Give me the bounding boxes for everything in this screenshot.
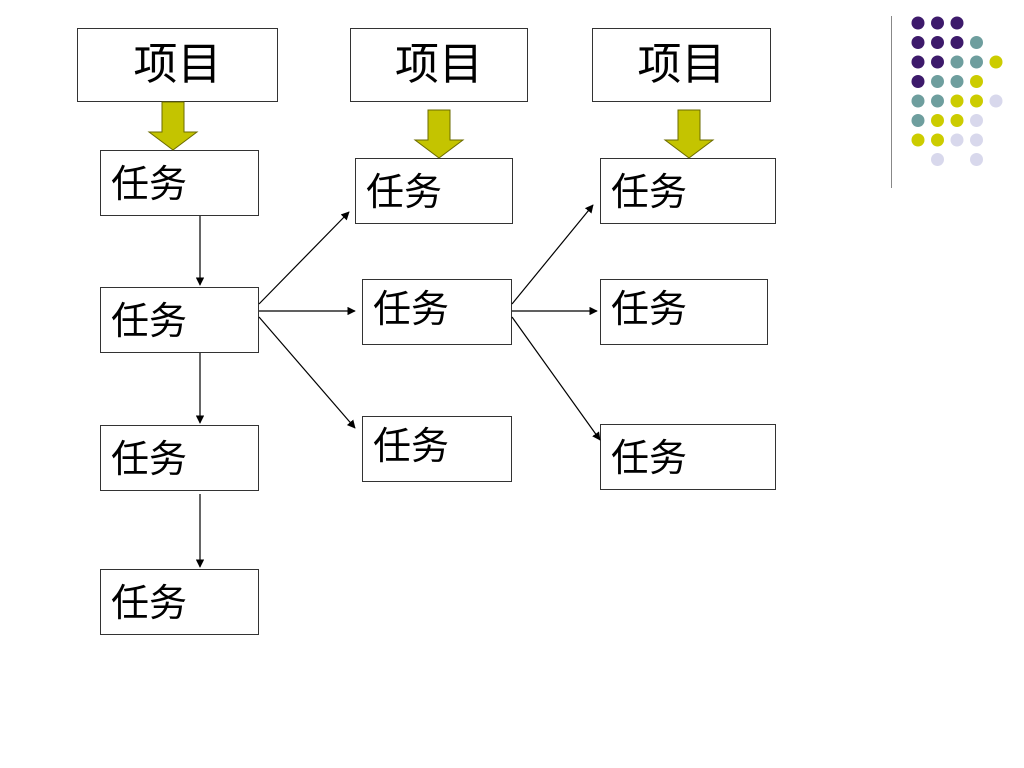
- decor-dot: [931, 55, 944, 69]
- decor-dot: [950, 114, 964, 127]
- decor-dot: [911, 55, 925, 69]
- decor-dot: [970, 94, 983, 108]
- decor-dot: [931, 94, 944, 108]
- decor-dot: [970, 114, 983, 127]
- decor-dot: [970, 36, 983, 49]
- decor-dot: [931, 75, 944, 88]
- decor-dot: [911, 36, 925, 49]
- down-arrow-col3-icon: [663, 109, 715, 159]
- project-box-3: 项目: [592, 28, 771, 102]
- decor-dot: [950, 94, 964, 108]
- task-box-col1-4: 任务: [100, 569, 259, 635]
- task-box-col1-3: 任务: [100, 425, 259, 491]
- decor-dot: [950, 36, 964, 49]
- decor-dot: [931, 133, 944, 147]
- decor-dot: [970, 55, 983, 69]
- vertical-rule: [891, 16, 892, 188]
- decor-dot: [911, 94, 925, 108]
- decor-dot: [970, 133, 983, 147]
- connector-col2-to-col3-bottom: [511, 316, 601, 441]
- task-box-col3-2: 任务: [600, 279, 768, 345]
- decor-dot: [931, 153, 944, 166]
- decor-dot: [931, 16, 944, 30]
- decor-dot: [931, 36, 944, 49]
- decor-dot: [911, 114, 925, 127]
- down-arrow-col2-icon: [413, 109, 465, 159]
- decor-dot: [911, 133, 925, 147]
- decor-dot: [989, 55, 1003, 69]
- decor-dot: [950, 55, 964, 69]
- decor-dot: [911, 16, 925, 30]
- project-box-2: 项目: [350, 28, 528, 102]
- decor-dot: [950, 16, 964, 30]
- project-box-1: 项目: [77, 28, 278, 102]
- decor-dot: [989, 94, 1003, 108]
- connector-col1-to-col2-top: [258, 211, 350, 305]
- connector-col2-to-col3-top: [511, 204, 594, 305]
- task-box-col2-3: 任务: [362, 416, 512, 482]
- down-arrow-col1-icon: [147, 101, 199, 151]
- decor-dot: [950, 133, 964, 147]
- task-box-col2-2: 任务: [362, 279, 512, 345]
- connector-col1-to-col2-bottom: [258, 316, 356, 429]
- decor-dot: [970, 75, 983, 88]
- decor-dot: [911, 75, 925, 88]
- task-box-col2-1: 任务: [355, 158, 513, 224]
- decor-dot: [950, 75, 964, 88]
- task-box-col1-2: 任务: [100, 287, 259, 353]
- task-box-col1-1: 任务: [100, 150, 259, 216]
- decor-dot: [931, 114, 944, 127]
- task-box-col3-3: 任务: [600, 424, 776, 490]
- task-box-col3-1: 任务: [600, 158, 776, 224]
- decor-dot: [970, 153, 983, 166]
